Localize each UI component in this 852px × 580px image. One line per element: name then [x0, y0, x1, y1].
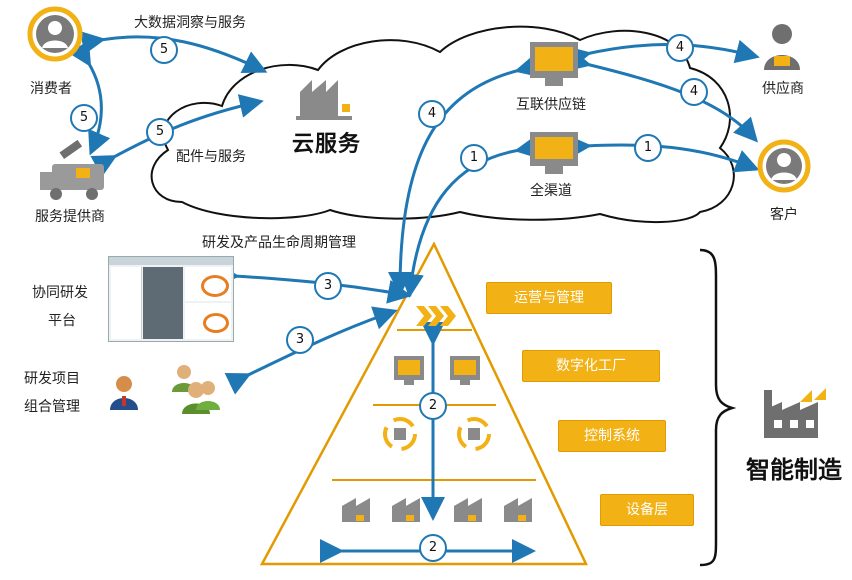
- factory-icon: [504, 498, 532, 522]
- badge-2-vertical: 2: [419, 392, 447, 420]
- chevron-icon: [416, 306, 456, 326]
- tier-operations: 运营与管理: [486, 282, 612, 314]
- rd-portfolio-label-line1: 研发项目: [24, 371, 80, 387]
- consumer-avatar-icon: [27, 6, 83, 62]
- badge-1-customer: 1: [634, 134, 662, 162]
- control-cycle-icon: [457, 417, 491, 451]
- tier-equipment: 设备层: [600, 494, 694, 526]
- monitor-icon: [530, 42, 578, 86]
- tier-control-system: 控制系统: [558, 420, 666, 452]
- monitor-icon: [530, 132, 578, 174]
- omni-channel-label: 全渠道: [530, 183, 572, 199]
- big-data-label: 大数据洞察与服务: [134, 15, 246, 31]
- supplier-person-icon: [764, 24, 800, 70]
- supplier-label: 供应商: [762, 81, 804, 97]
- collab-rd-label-line2: 平台: [48, 313, 76, 329]
- monitor-icon: [394, 356, 424, 385]
- factory-icon: [342, 498, 370, 522]
- team-people-icon: [172, 365, 220, 414]
- customer-avatar-icon: [757, 139, 811, 193]
- manager-person-icon: [110, 376, 138, 410]
- cloud-service-title: 云服务: [292, 132, 362, 157]
- badge-4-customer: 4: [680, 78, 708, 106]
- rd-portfolio-label-line2: 组合管理: [24, 399, 80, 415]
- smart-manufacturing-brace: [699, 248, 737, 567]
- badge-5-parts-service: 5: [146, 118, 174, 146]
- tier-digital-factory: 数字化工厂: [522, 350, 660, 382]
- internet-supply-chain-label: 互联供应链: [516, 97, 586, 113]
- badge-4-supplier: 4: [666, 34, 694, 62]
- smart-manufacturing-title: 智能制造: [746, 456, 842, 484]
- badge-3-portfolio: 3: [286, 326, 314, 354]
- customer-label: 客户: [770, 207, 798, 223]
- consumer-label: 消费者: [30, 81, 72, 97]
- collab-platform-screenshot: [108, 256, 234, 342]
- monitor-icon: [450, 356, 480, 385]
- badge-3-collab: 3: [314, 272, 342, 300]
- badge-5-consumer-provider: 5: [70, 104, 98, 132]
- badge-4-supply-chain-pyramid: 4: [418, 100, 446, 128]
- service-provider-label: 服务提供商: [35, 209, 105, 225]
- collab-rd-label-line1: 协同研发: [32, 285, 88, 301]
- rd-plm-label: 研发及产品生命周期管理: [202, 235, 356, 251]
- badge-5-big-data: 5: [150, 36, 178, 64]
- parts-service-label: 配件与服务: [176, 149, 246, 165]
- control-cycle-icon: [383, 417, 417, 451]
- badge-2-horizontal: 2: [419, 534, 447, 562]
- factory-icon: [392, 498, 420, 522]
- smart-manufacturing-factory-icon: [760, 380, 830, 440]
- badge-1-omni-pyramid: 1: [460, 144, 488, 172]
- flow-arrows: [68, 31, 760, 563]
- service-provider-truck-icon: [40, 139, 104, 200]
- cloud-factory-icon: [296, 80, 352, 120]
- factory-icon: [454, 498, 482, 522]
